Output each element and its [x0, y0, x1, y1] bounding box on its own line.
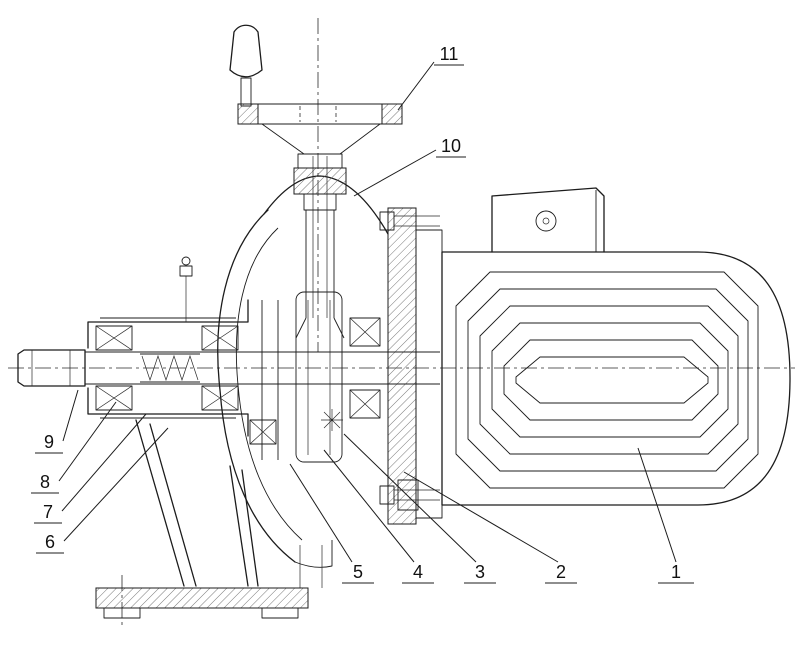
- callout-10: 10: [353, 136, 466, 197]
- handle-knob: [229, 24, 263, 107]
- callout-label-9: 9: [44, 432, 54, 452]
- callout-label-3: 3: [475, 562, 485, 582]
- motor-lifting-bracket: [491, 187, 605, 253]
- vent-screw: [179, 256, 193, 322]
- bearing-housing: [87, 299, 249, 437]
- centerline-vertical: [121, 18, 319, 628]
- seal-spring: [140, 353, 200, 383]
- base-foot: [95, 587, 309, 619]
- callout-label-10: 10: [441, 136, 461, 156]
- pedestal-leg: [135, 419, 259, 587]
- motor-cooling-fins: [455, 271, 759, 489]
- pump-volute-casing: [217, 175, 389, 588]
- callout-1: 1: [637, 447, 694, 584]
- callout-9: 9: [35, 389, 79, 454]
- callout-4: 4: [323, 449, 434, 584]
- callout-3: 3: [343, 433, 496, 584]
- impeller: [261, 291, 343, 463]
- motor-body: [441, 251, 791, 506]
- callout-5: 5: [289, 463, 374, 584]
- callout-label-1: 1: [671, 562, 681, 582]
- mounting-flange: [387, 207, 443, 525]
- callout-label-8: 8: [40, 472, 50, 492]
- callout-label-6: 6: [45, 532, 55, 552]
- callout-11: 11: [397, 44, 464, 111]
- cap-funnel: [237, 103, 403, 155]
- callout-label-5: 5: [353, 562, 363, 582]
- callout-2: 2: [403, 471, 577, 584]
- rolling-bearings: [95, 325, 277, 445]
- valve-assembly: [293, 153, 347, 339]
- callout-label-7: 7: [43, 502, 53, 522]
- callout-label-2: 2: [556, 562, 566, 582]
- impeller-nut-star: [321, 409, 343, 431]
- callout-7: 7: [34, 413, 147, 524]
- pump-shaft: [17, 349, 440, 387]
- callout-label-4: 4: [413, 562, 423, 582]
- callout-8: 8: [31, 401, 117, 494]
- callout-label-11: 11: [440, 44, 459, 64]
- callout-6: 6: [36, 427, 169, 554]
- motor-shaft-bearings: [349, 317, 381, 419]
